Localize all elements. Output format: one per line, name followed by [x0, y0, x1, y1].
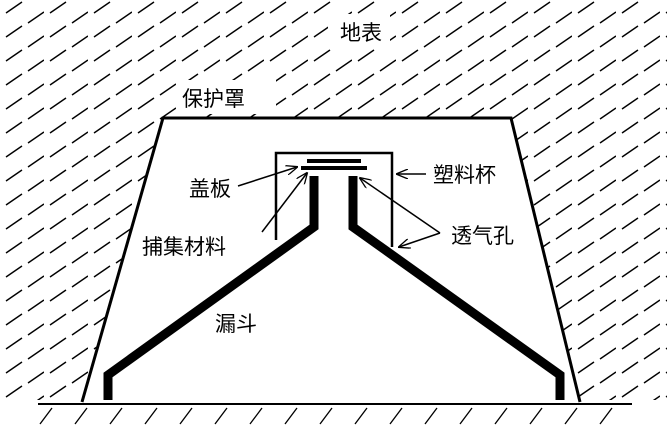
vent-hole-pointer-lower — [399, 232, 441, 247]
funnel-label: 漏斗 — [215, 312, 257, 336]
vent-holes-label: 透气孔 — [451, 224, 514, 248]
funnel-right-wall — [348, 176, 565, 400]
lid-label: 盖板 — [189, 177, 231, 201]
lid-pointer — [237, 167, 297, 187]
ground-hatching — [39, 407, 613, 425]
collecting-material-label: 捕集材料 — [142, 235, 226, 259]
vent-hole-pointer-upper — [360, 178, 441, 234]
cover-label: 保护罩 — [182, 87, 245, 111]
funnel-left-wall — [103, 176, 319, 400]
protective-cover — [80, 116, 582, 403]
lid — [307, 159, 361, 163]
cover-label-bg — [176, 80, 276, 114]
lid-lower-bar — [301, 166, 367, 170]
plastic-cup-label: 塑料杯 — [433, 163, 496, 187]
surface-label: 地表 — [340, 21, 382, 45]
surface-label-bg — [328, 14, 390, 48]
collecting-material-pointer — [261, 173, 307, 233]
